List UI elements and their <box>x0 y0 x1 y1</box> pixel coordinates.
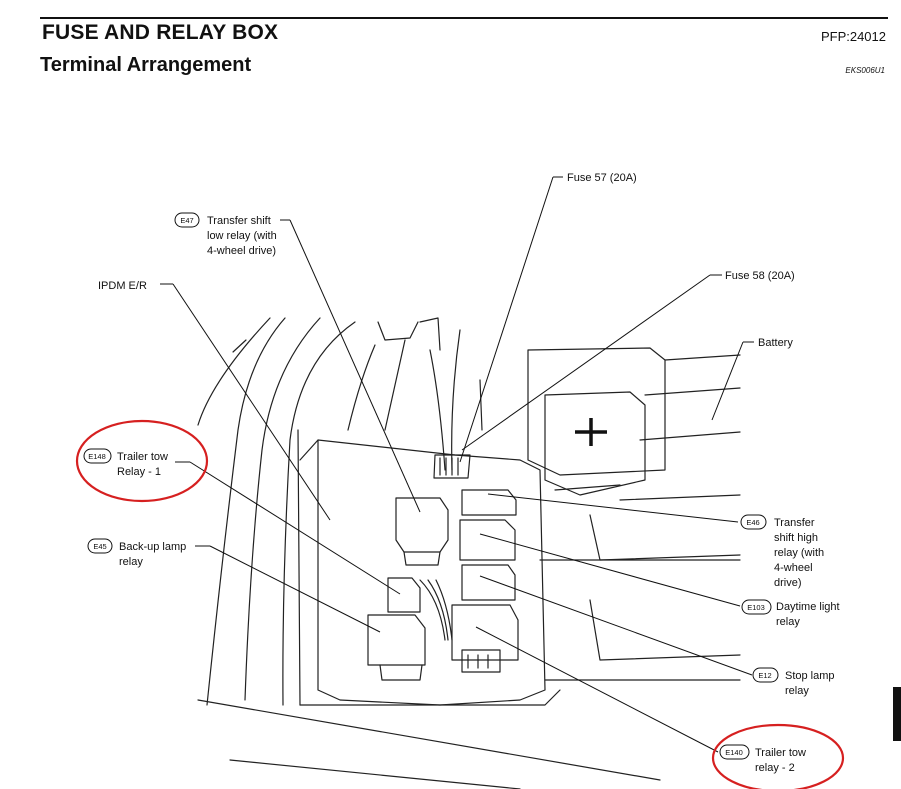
leader-lines <box>160 176 754 753</box>
label-e46-line4: 4-wheel <box>774 562 813 574</box>
label-e12-line2: relay <box>785 685 809 697</box>
label-battery: Battery <box>758 337 793 349</box>
section-tab-marker <box>893 687 901 741</box>
label-e45-line1: Back-up lamp <box>119 541 186 553</box>
label-e47-line3: 4-wheel drive) <box>207 245 276 257</box>
badge-e140: E140 <box>725 748 743 757</box>
engine-bay-drawing <box>197 317 741 789</box>
badge-e45: E45 <box>93 542 106 551</box>
connector-badges <box>83 212 779 760</box>
label-e148-line2: Relay - 1 <box>117 466 161 478</box>
figure-id: EKS006U1 <box>845 66 885 75</box>
badge-e148: E148 <box>88 452 106 461</box>
highlight-circle-e140 <box>711 723 845 789</box>
page-subtitle: Terminal Arrangement <box>40 54 252 76</box>
label-ipdm: IPDM E/R <box>98 280 147 292</box>
highlight-circle-e148 <box>75 419 209 503</box>
label-e45-line2: relay <box>119 556 143 568</box>
label-e46-line2: shift high <box>774 532 818 544</box>
part-code: PFP:24012 <box>820 29 886 44</box>
battery-positive-icon <box>575 418 607 446</box>
label-e103-line2: relay <box>776 616 800 628</box>
page-title: FUSE AND RELAY BOX <box>42 21 279 44</box>
label-e47-line2: low relay (with <box>207 230 277 242</box>
label-e46-line3: relay (with <box>774 547 824 559</box>
label-e46-line1: Transfer <box>774 517 815 529</box>
badge-e46: E46 <box>746 518 759 527</box>
badge-e47: E47 <box>180 216 193 225</box>
label-e47-line1: Transfer shift <box>207 215 271 227</box>
label-e12-line1: Stop lamp <box>785 670 835 682</box>
label-e140-line2: relay - 2 <box>755 762 795 774</box>
label-fuse-57: Fuse 57 (20A) <box>567 172 637 184</box>
label-e140-line1: Trailer tow <box>755 747 806 759</box>
label-fuse-58: Fuse 58 (20A) <box>725 270 795 282</box>
label-e148-line1: Trailer tow <box>117 451 168 463</box>
badge-e12: E12 <box>758 671 771 680</box>
label-e46-line5: drive) <box>774 577 802 589</box>
badge-e103: E103 <box>747 603 765 612</box>
label-e103-line1: Daytime light <box>776 601 840 613</box>
header-rule <box>40 17 888 19</box>
